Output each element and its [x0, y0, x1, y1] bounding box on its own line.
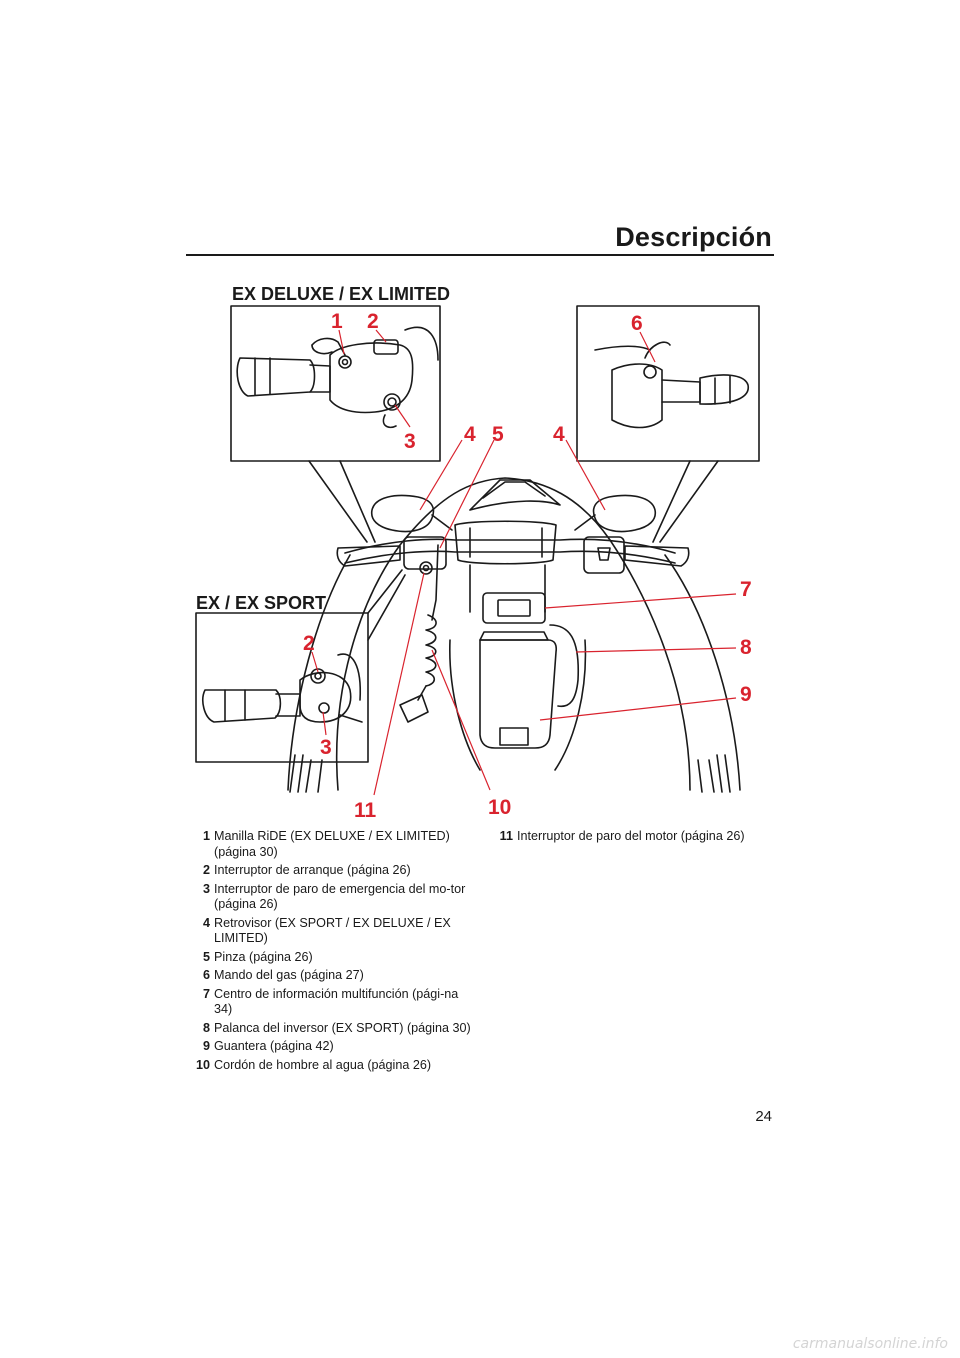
callout-9: 9 [740, 683, 752, 706]
callout-7: 7 [740, 578, 752, 601]
legend-text: Manilla RiDE (EX DELUXE / EX LIMITED) (p… [214, 829, 450, 859]
legend-right-column: 11 Interruptor de paro del motor (página… [489, 829, 779, 848]
legend-number: 2 [202, 863, 210, 877]
callout-1: 1 [331, 310, 343, 333]
legend-item-11: 11 Interruptor de paro del motor (página… [489, 829, 779, 845]
legend-text: Pinza (página 26) [214, 949, 313, 964]
legend-item-6: 6 Mando del gas (página 27) [186, 968, 476, 984]
callout-11: 11 [354, 799, 377, 822]
legend-number: 10 [195, 1057, 210, 1072]
legend-text: Interruptor de arranque (página 26) [214, 863, 411, 877]
legend-item-9: 9 Guantera (página 42) [186, 1039, 476, 1055]
page-number: 24 [755, 1108, 772, 1125]
legend-text: Guantera (página 42) [214, 1039, 334, 1053]
inset-right-grip [576, 305, 760, 543]
legend-item-1: 1 Manilla RiDE (EX DELUXE / EX LIMITED) … [186, 829, 476, 860]
legend-item-8: 8 Palanca del inversor (EX SPORT) (págin… [186, 1021, 476, 1037]
legend-item-7: 7 Centro de información multifunción (pá… [186, 987, 476, 1018]
legend-item-10: 10 Cordón de hombre al agua (página 26) [186, 1058, 476, 1074]
legend-text: Retrovisor (EX SPORT / EX DELUXE / EX LI… [214, 915, 451, 946]
variant-label-bottom: EX / EX SPORT [196, 593, 326, 613]
legend-item-4: 4 Retrovisor (EX SPORT / EX DELUXE / EX … [186, 916, 476, 947]
legend-text: Cordón de hombre al agua (página 26) [214, 1057, 432, 1072]
callout-3-ex: 3 [320, 736, 332, 759]
page-title: Descripción [615, 222, 772, 252]
legend-number: 1 [202, 829, 210, 843]
callout-5: 5 [492, 423, 504, 446]
callout-8: 8 [740, 636, 752, 659]
callout-2: 2 [367, 310, 379, 333]
legend-item-5: 5 Pinza (página 26) [186, 950, 476, 966]
callout-3: 3 [404, 430, 416, 453]
legend-text: Interruptor de paro de emergencia del mo… [214, 881, 466, 912]
legend-number: 5 [202, 949, 210, 964]
legend-item-2: 2 Interruptor de arranque (página 26) [186, 863, 476, 879]
legend-number: 6 [202, 968, 210, 982]
callout-6: 6 [631, 312, 643, 335]
callout-4-left: 4 [464, 423, 476, 446]
legend-item-3: 3 Interruptor de paro de emergencia del … [186, 882, 476, 913]
callout-10: 10 [488, 796, 511, 819]
legend-text: Mando del gas (página 27) [214, 968, 364, 982]
callout-leaders [311, 329, 737, 796]
legend-number: 8 [202, 1020, 210, 1035]
legend-text: Centro de información multifunción (pági… [214, 986, 459, 1017]
legend-number: 9 [202, 1039, 210, 1053]
watermark: carmanualsonline.info [792, 1336, 948, 1352]
legend-number: 4 [202, 915, 210, 930]
variant-label-top: EX DELUXE / EX LIMITED [232, 284, 450, 304]
watercraft-body [287, 477, 741, 793]
legend-number: 3 [202, 881, 210, 896]
legend-left-column: 1 Manilla RiDE (EX DELUXE / EX LIMITED) … [186, 829, 476, 1076]
inset-left-grip [230, 305, 441, 543]
title-divider [186, 254, 774, 256]
legend-text: Interruptor de paro del motor (página 26… [517, 829, 745, 843]
legend-number: 11 [499, 829, 513, 843]
callout-4-right: 4 [553, 423, 565, 446]
legend-number: 7 [202, 986, 210, 1001]
legend-text: Palanca del inversor (EX SPORT) (página … [214, 1020, 471, 1035]
inset-ex-sport-grip [195, 569, 406, 763]
callout-2-ex: 2 [303, 632, 315, 655]
